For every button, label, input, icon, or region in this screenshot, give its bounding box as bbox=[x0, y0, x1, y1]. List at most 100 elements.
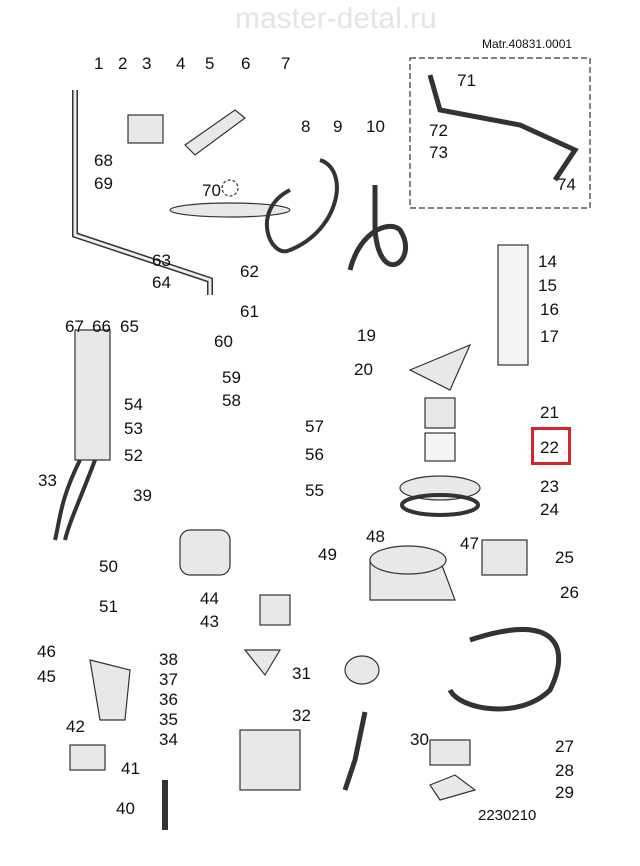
valve-41 bbox=[69, 744, 106, 771]
spray-arm bbox=[169, 202, 291, 218]
part-label: 66 bbox=[92, 317, 111, 336]
hose-inset bbox=[427, 74, 579, 182]
part-label: 43 bbox=[200, 612, 219, 631]
part-label: 6 bbox=[241, 54, 251, 73]
part-67 bbox=[74, 329, 111, 461]
part-label: 15 bbox=[538, 276, 557, 295]
part-label: 1 bbox=[94, 54, 104, 73]
part-31 bbox=[344, 655, 380, 685]
part-label: 21 bbox=[540, 403, 559, 422]
part-label: 47 bbox=[460, 534, 479, 553]
part-24 bbox=[400, 493, 480, 517]
part-label: 2 bbox=[118, 54, 128, 73]
part-label: 70 bbox=[202, 181, 221, 200]
part-5 bbox=[184, 109, 246, 156]
part-label: 38 bbox=[159, 650, 178, 669]
part-label: 31 bbox=[292, 664, 311, 683]
part-label: 23 bbox=[540, 477, 559, 496]
part-label: 27 bbox=[555, 737, 574, 756]
panel-14-17 bbox=[497, 244, 529, 366]
part-label: 5 bbox=[205, 54, 215, 73]
part-label: 58 bbox=[222, 391, 241, 410]
part-label: 19 bbox=[357, 326, 376, 345]
highlight-box bbox=[531, 427, 571, 465]
part-38 bbox=[243, 649, 282, 677]
part-label: 30 bbox=[410, 730, 429, 749]
part-label: 68 bbox=[94, 151, 113, 170]
part-29 bbox=[429, 774, 477, 801]
hose-8 bbox=[265, 158, 339, 254]
part-label: 34 bbox=[159, 730, 178, 749]
part-label-highlighted: 22 bbox=[540, 438, 559, 457]
part-label: 69 bbox=[94, 174, 113, 193]
material-number: Matr.40831.0001 bbox=[482, 37, 573, 51]
part-21 bbox=[424, 397, 456, 429]
part-label: 48 bbox=[366, 527, 385, 546]
part-label: 35 bbox=[159, 710, 178, 729]
part-label: 10 bbox=[366, 117, 385, 136]
part-label: 32 bbox=[292, 706, 311, 725]
part-label: 57 bbox=[305, 417, 324, 436]
hose-10 bbox=[347, 185, 408, 271]
part-label: 4 bbox=[176, 54, 186, 73]
part-label: 50 bbox=[99, 557, 118, 576]
part-label: 39 bbox=[133, 486, 152, 505]
part-label: 73 bbox=[429, 143, 448, 162]
part-label: 63 bbox=[152, 251, 171, 270]
part-label: 49 bbox=[318, 545, 337, 564]
part-label: 60 bbox=[214, 332, 233, 351]
part-label: 71 bbox=[457, 71, 476, 90]
part-label: 26 bbox=[560, 583, 579, 602]
part-label: 56 bbox=[305, 445, 324, 464]
part-label: 44 bbox=[200, 589, 219, 608]
motor-51 bbox=[179, 529, 231, 576]
part-label: 72 bbox=[429, 121, 448, 140]
hose-32 bbox=[342, 711, 368, 791]
part-label: 20 bbox=[354, 360, 373, 379]
part-label: 33 bbox=[38, 471, 57, 490]
part-label: 41 bbox=[121, 759, 140, 778]
part-label: 25 bbox=[555, 548, 574, 567]
part-22 bbox=[424, 432, 456, 462]
pump-25 bbox=[481, 539, 528, 576]
part-20 bbox=[408, 343, 472, 391]
part-label: 24 bbox=[540, 500, 559, 519]
part-label: 59 bbox=[222, 368, 241, 387]
drawing-code: 2230210 bbox=[478, 807, 537, 824]
hose-26 bbox=[447, 627, 562, 712]
part-label: 16 bbox=[540, 300, 559, 319]
part-label: 3 bbox=[142, 54, 152, 73]
part-label: 8 bbox=[301, 117, 311, 136]
part-label: 14 bbox=[538, 252, 557, 271]
part-label: 29 bbox=[555, 783, 574, 802]
part-43 bbox=[259, 594, 291, 626]
part-label: 61 bbox=[240, 302, 259, 321]
part-label: 65 bbox=[120, 317, 139, 336]
part-4 bbox=[127, 114, 164, 144]
part-27 bbox=[429, 739, 471, 766]
part-label: 28 bbox=[555, 761, 574, 780]
part-46 bbox=[89, 659, 131, 721]
part-label: 40 bbox=[116, 799, 135, 818]
part-label: 36 bbox=[159, 690, 178, 709]
part-label: 9 bbox=[333, 117, 343, 136]
part-label: 52 bbox=[124, 446, 143, 465]
part-label: 17 bbox=[540, 327, 559, 346]
part-label: 54 bbox=[124, 395, 143, 414]
part-label: 62 bbox=[240, 262, 259, 281]
part-23 bbox=[399, 475, 481, 501]
softener-34 bbox=[239, 729, 301, 791]
part-label: 64 bbox=[152, 273, 171, 292]
part-label: 7 bbox=[281, 54, 291, 73]
part-label: 53 bbox=[124, 419, 143, 438]
part-label: 45 bbox=[37, 667, 56, 686]
part-label: 51 bbox=[99, 597, 118, 616]
part-label: 37 bbox=[159, 670, 178, 689]
part-label: 74 bbox=[557, 175, 576, 194]
part-label: 55 bbox=[305, 481, 324, 500]
part-label: 46 bbox=[37, 642, 56, 661]
part-label: 67 bbox=[65, 317, 84, 336]
inset-box bbox=[409, 57, 591, 209]
